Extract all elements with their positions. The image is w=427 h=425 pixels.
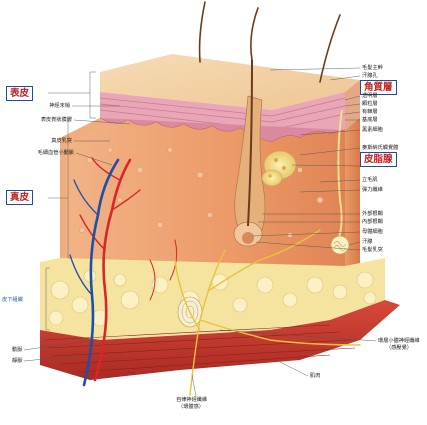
label-micro-vessels: 毛細血管小動脈 (37, 150, 74, 156)
label-hair-papilla: 毛髮乳突 (362, 247, 383, 253)
label-vein: 靜脈 (12, 358, 23, 364)
label-basal-layer: 基底層 (362, 117, 378, 123)
label-inner-root-sheath: 內部根鞘 (362, 219, 383, 225)
label-erector-muscle: 立毛肌 (362, 177, 378, 183)
label-granular-layer: 顆粒層 (362, 101, 378, 107)
label-hair-shaft: 毛髮主幹 (362, 65, 383, 71)
label-sweat-gland: 汗腺 (362, 239, 373, 245)
artery-vessel (93, 158, 132, 382)
label-autonomic-nerve: 自律神經纖維 (176, 397, 208, 403)
label-lamellar-nerve: 環層小體神經纖維 (378, 338, 420, 344)
label-melanocyte: 黑素細胞 (362, 127, 383, 133)
label-lamellar-nerve-note: （感壓覺） (386, 345, 412, 351)
label-papillary-layer: 表皮脊狀膜層 (40, 117, 72, 123)
hair-strand-icon (198, 1, 341, 83)
skin-top-surface (100, 54, 360, 110)
label-autonomic-nerve-note: （環體感） (178, 404, 204, 410)
hair-follicle-icon (233, 59, 266, 247)
label-spinous-layer: 有棘層 (362, 109, 378, 115)
label-muscle: 肌肉 (310, 373, 321, 379)
callout-dermis: 真皮 (6, 190, 34, 205)
label-elastic-fiber: 彈力纖維 (362, 187, 383, 193)
sebaceous-gland-icon (261, 150, 297, 187)
subcutaneous-fat (40, 258, 385, 340)
label-outer-root-sheath: 外部根鞘 (362, 211, 383, 217)
label-meissner-corpuscle: 麥斯納氏觸覺體 (362, 145, 399, 151)
callout-sebaceous-gland: 皮脂腺 (360, 152, 397, 167)
label-matrix-cells: 母體細胞 (362, 229, 383, 235)
sweat-gland-coil-icon (330, 109, 350, 255)
label-sweat-pore: 汗腺孔 (362, 73, 378, 79)
callout-stratum-corneum: 角質層 (360, 80, 397, 95)
label-nerve-endings: 神經末梢 (49, 103, 70, 109)
block-side-face (345, 80, 360, 278)
label-subcutaneous: 皮下組織 (2, 297, 23, 303)
label-dermal-papilla: 真皮乳突 (51, 138, 72, 144)
label-artery: 動脈 (12, 347, 23, 353)
callout-epidermis: 表皮 (6, 86, 34, 101)
label-clear-layer: 透明層 (362, 93, 378, 99)
dermis-left-face (60, 118, 100, 270)
